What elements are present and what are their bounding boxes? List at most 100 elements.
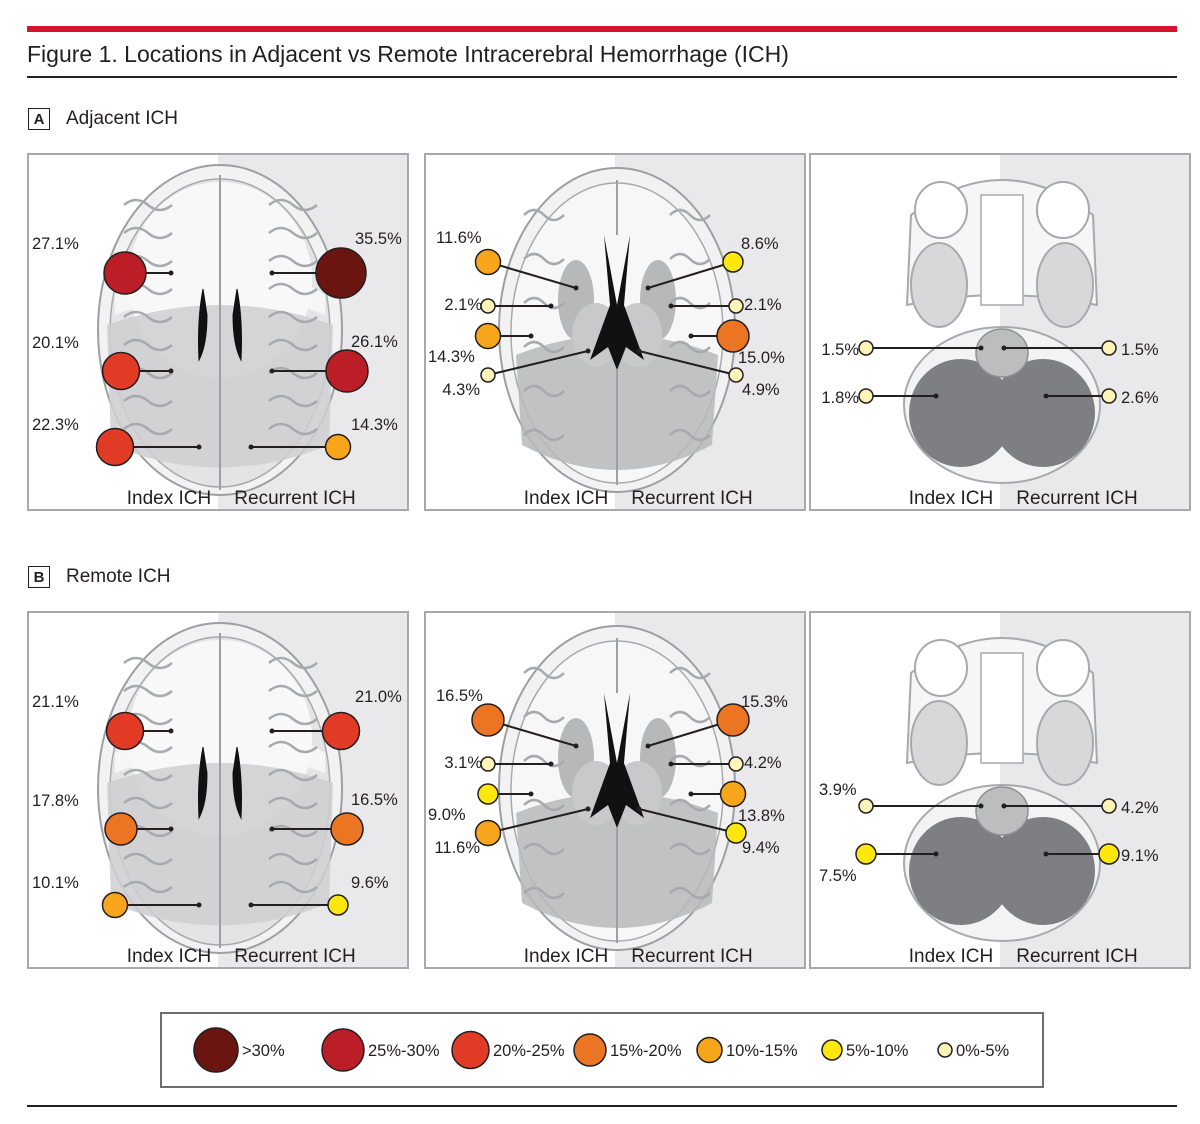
section-a-label: A Adjacent ICH — [28, 107, 178, 131]
gyrus-right — [268, 394, 318, 408]
gyrus-right — [268, 656, 318, 670]
leader-dot — [978, 803, 984, 809]
percentage-label: 11.6% — [434, 839, 480, 857]
hemorrhage-marker — [858, 388, 874, 404]
gyrus-left — [123, 226, 173, 240]
percentage-label: 10.1% — [32, 874, 79, 892]
gyrus-right — [669, 842, 711, 856]
gyrus-right — [669, 666, 711, 680]
hemorrhage-marker — [477, 783, 499, 805]
gyrus-left — [123, 198, 173, 212]
leader-dot — [269, 826, 275, 832]
hemorrhage-marker — [101, 891, 129, 919]
hemorrhage-marker — [324, 433, 352, 461]
hemorrhage-marker — [728, 298, 744, 314]
legend-label: >30% — [242, 1042, 285, 1060]
percentage-label: 20.1% — [32, 334, 79, 352]
legend-swatch — [321, 1028, 365, 1072]
anatomy — [498, 625, 736, 951]
percentage-label: 1.5% — [1121, 341, 1159, 359]
percentage-label: 7.5% — [819, 867, 857, 885]
right-orbit — [1036, 181, 1090, 239]
legend-label: 20%-25% — [493, 1042, 565, 1060]
percentage-label: 4.2% — [744, 754, 782, 772]
right-temporal-lobe — [1036, 242, 1094, 328]
gyrus-right — [268, 226, 318, 240]
leader-dot — [978, 345, 984, 351]
leader-dot — [168, 368, 174, 374]
gyrus-right — [268, 338, 318, 352]
leader-dot — [573, 743, 579, 749]
right-temporal-lobe — [1036, 700, 1094, 786]
leader-line — [487, 350, 589, 376]
hemorrhage-marker — [722, 251, 744, 273]
hemorrhage-marker — [1101, 388, 1117, 404]
left-orbit — [914, 181, 968, 239]
leader-dot — [1001, 803, 1007, 809]
percentage-label: 11.6% — [436, 229, 482, 247]
percentage-label: 2.1% — [444, 296, 482, 314]
gyrus-right — [669, 754, 711, 768]
leader-dot — [645, 743, 651, 749]
legend-swatch — [937, 1042, 953, 1058]
leader-dot — [585, 348, 591, 354]
hemorrhage-marker — [858, 340, 874, 356]
percentage-label: 1.5% — [821, 341, 859, 359]
leader-dot — [645, 285, 651, 291]
legend-label: 0%-5% — [956, 1042, 1010, 1060]
leader-dot — [528, 791, 534, 797]
hemorrhage-marker — [480, 756, 496, 772]
gyrus-right — [669, 208, 711, 222]
hemorrhage-marker — [330, 812, 364, 846]
index-ich-label: Index ICH — [524, 946, 608, 967]
leader-line — [487, 808, 589, 834]
leader-line — [487, 261, 577, 289]
percentage-label: 21.0% — [355, 688, 402, 706]
gyrus-right — [669, 384, 711, 398]
gyrus-right — [268, 880, 318, 894]
brainstem — [975, 786, 1029, 836]
gyrus-left — [523, 886, 565, 900]
percentage-label: 9.0% — [428, 806, 466, 824]
nasal-cavity — [980, 652, 1024, 764]
gyrus-left — [523, 340, 565, 354]
gyrus-left — [523, 842, 565, 856]
leader-line — [647, 261, 734, 289]
index-ich-label: Index ICH — [127, 488, 211, 509]
recurrent-ich-label: Recurrent ICH — [1016, 488, 1137, 509]
percentage-label: 9.6% — [351, 874, 389, 892]
hemorrhage-marker — [728, 367, 744, 383]
section-b-letter: B — [28, 566, 50, 588]
gyrus-right — [669, 710, 711, 724]
hemorrhage-marker — [1098, 843, 1120, 865]
hemorrhage-marker — [480, 367, 496, 383]
left-temporal-lobe — [910, 700, 968, 786]
leader-dot — [933, 393, 939, 399]
leader-line — [638, 350, 737, 376]
hemorrhage-marker — [321, 711, 361, 751]
hemorrhage-marker — [101, 351, 141, 391]
anatomy — [903, 637, 1101, 942]
legend-swatch — [696, 1036, 723, 1064]
anatomy — [498, 167, 736, 493]
right-orbit — [1036, 639, 1090, 697]
percentage-label: 9.4% — [742, 839, 780, 857]
recurrent-ich-label: Recurrent ICH — [234, 488, 355, 509]
hemorrhage-marker — [471, 703, 505, 737]
legend-label: 25%-30% — [368, 1042, 440, 1060]
gyrus-right — [669, 252, 711, 266]
gyrus-right — [669, 428, 711, 442]
hemorrhage-marker — [474, 248, 502, 276]
percentage-label: 15.0% — [738, 349, 785, 367]
gyrus-left — [523, 710, 565, 724]
legend-label: 10%-15% — [726, 1042, 798, 1060]
percentage-label: 14.3% — [428, 348, 475, 366]
legend-swatch — [193, 1027, 239, 1073]
gyrus-left — [123, 394, 173, 408]
gyrus-left — [523, 798, 565, 812]
hemorrhage-marker — [480, 298, 496, 314]
